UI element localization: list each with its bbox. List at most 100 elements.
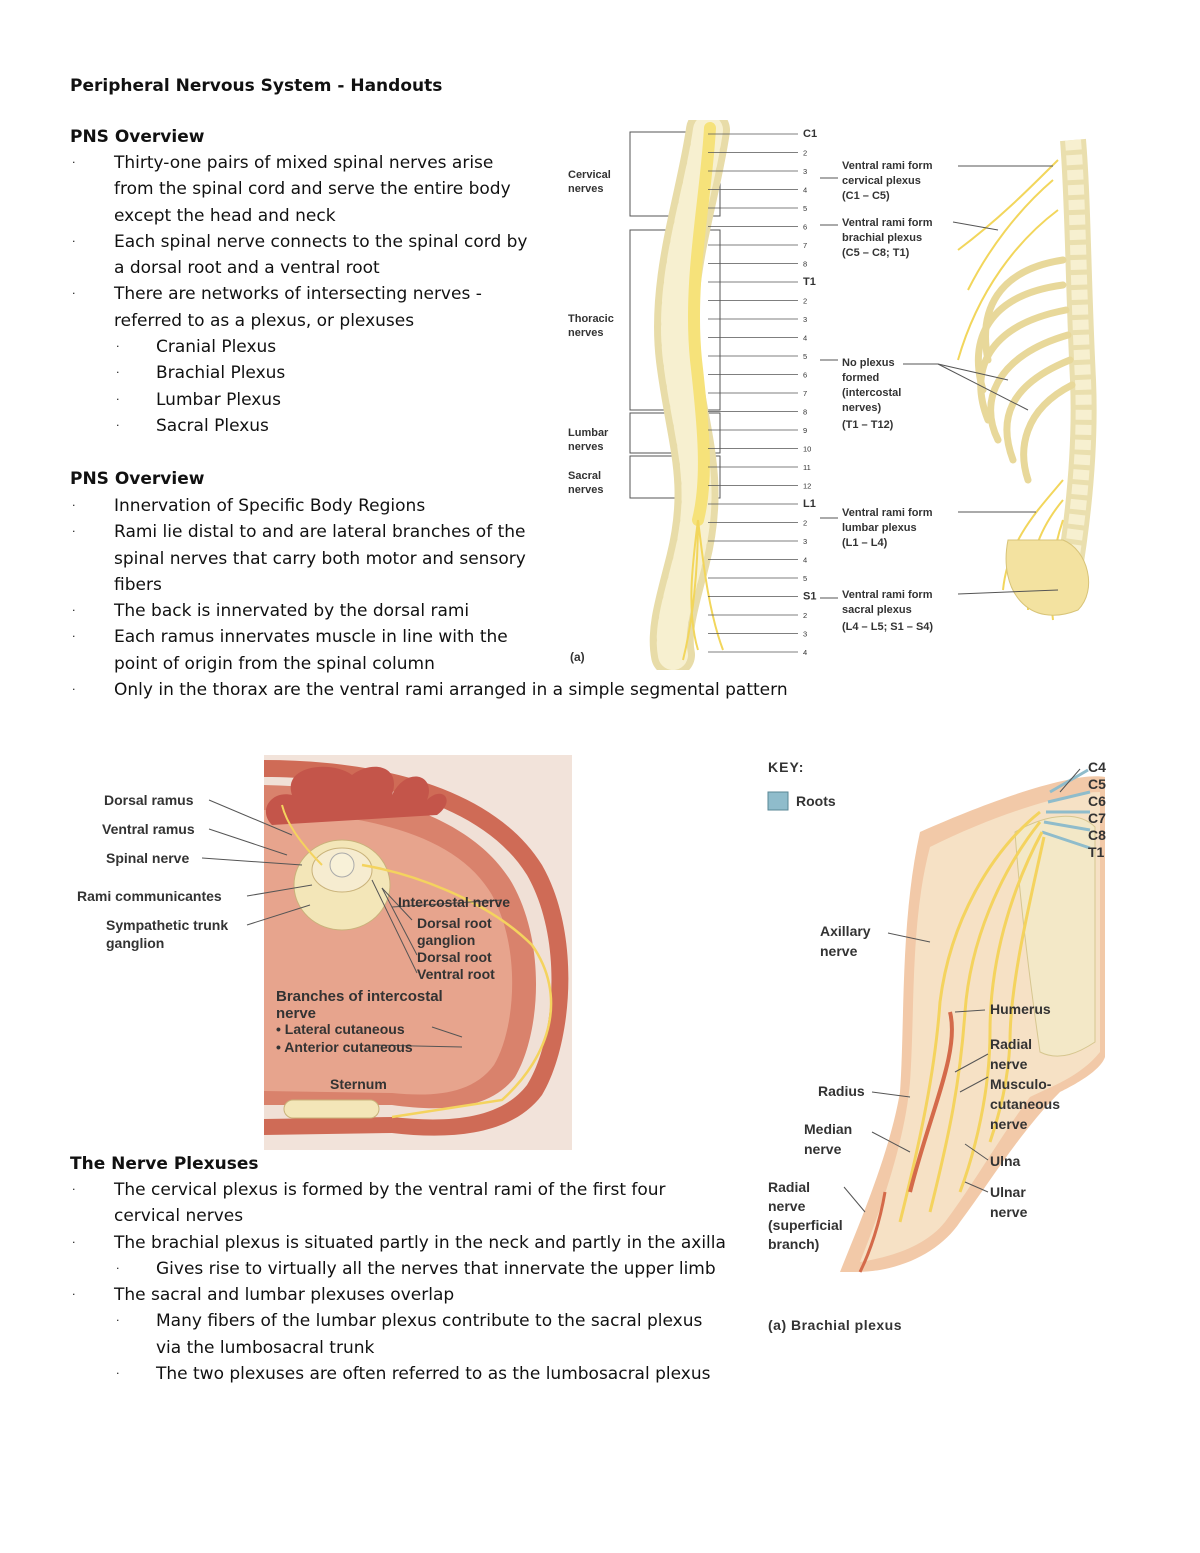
label-musculocutaneous-2: cutaneous xyxy=(990,1096,1060,1112)
sub-bullet-item: Cranial Plexus xyxy=(70,334,550,361)
segment-label: 6 xyxy=(803,371,807,380)
label-radial-superficial: Radial xyxy=(768,1179,810,1195)
label-sympathetic-trunk-ganglion: ganglion xyxy=(106,935,164,951)
segment-label: 2 xyxy=(803,519,807,528)
label-median-nerve-2: nerve xyxy=(804,1141,842,1157)
segment-label: 4 xyxy=(803,648,807,657)
bullet-item: spinal nerves that carry both motor and … xyxy=(114,548,526,569)
bullet-item: cervical nerves xyxy=(114,1206,244,1227)
bullet-item: from the spinal cord and serve the entir… xyxy=(114,179,511,200)
segment-label: 9 xyxy=(803,426,807,435)
branches-title: Branches of intercostal xyxy=(276,988,443,1005)
segment-label: 12 xyxy=(803,482,811,491)
annotation-intercostal: No plexus formed (intercostal nerves) (T… xyxy=(820,357,1029,431)
label-humerus: Humerus xyxy=(990,1001,1051,1017)
section-heading-pns-overview-2: PNS Overview xyxy=(70,469,205,489)
segment-label: 8 xyxy=(803,260,807,269)
segment-label: 11 xyxy=(803,463,811,472)
sub-bullet-item: Sacral Plexus xyxy=(70,413,550,440)
label-radial-superficial-2: nerve xyxy=(768,1198,806,1214)
panel-label: (a) xyxy=(570,650,585,664)
svg-text:Ventral rami form: Ventral rami form xyxy=(842,217,933,229)
bullet-item: Each spinal nerve connects to the spinal… xyxy=(70,229,550,256)
label-ventral-ramus: Ventral ramus xyxy=(102,821,195,837)
root-label: C4 xyxy=(1088,759,1106,775)
branches-title-2: nerve xyxy=(276,1005,316,1022)
segment-label: 5 xyxy=(803,204,807,213)
segment-label: S1 xyxy=(803,591,816,603)
root-label: C7 xyxy=(1088,810,1106,826)
svg-text:cervical plexus: cervical plexus xyxy=(842,175,921,187)
label-median-nerve: Median xyxy=(804,1121,852,1137)
svg-text:(C1 – C5): (C1 – C5) xyxy=(842,190,890,202)
document-title: Peripheral Nervous System - Handouts xyxy=(70,76,443,96)
svg-text:(T1 – T12): (T1 – T12) xyxy=(842,419,894,431)
bullet-item: The cervical plexus is formed by the ven… xyxy=(70,1177,750,1204)
key-title: KEY: xyxy=(768,759,804,775)
section-heading-nerve-plexuses: The Nerve Plexuses xyxy=(70,1154,259,1174)
spinal-nerves-figure: Cervical nerves Thoracic nerves Lumbar n… xyxy=(568,120,1097,670)
label-sternum: Sternum xyxy=(330,1076,387,1092)
label-radial-superficial-3: (superficial xyxy=(768,1217,843,1233)
segment-label: C1 xyxy=(803,128,817,140)
segment-label: 5 xyxy=(803,352,807,361)
sub-bullet-item: Lumbar Plexus xyxy=(70,387,550,414)
bullet-item: except the head and neck xyxy=(114,205,336,226)
svg-text:Ventral rami form: Ventral rami form xyxy=(842,160,933,172)
intercostal-cross-section-figure: Dorsal ramus Ventral ramus Spinal nerve … xyxy=(77,755,572,1150)
segment-label: 3 xyxy=(803,315,807,324)
svg-text:brachial plexus: brachial plexus xyxy=(842,232,922,244)
key-label-roots: Roots xyxy=(796,793,836,809)
region-cervical-label: Cervical xyxy=(568,169,611,181)
bullet-list-pns-overview-1: Thirty-one pairs of mixed spinal nerves … xyxy=(70,150,550,440)
label-dorsal-root-ganglion: Dorsal root xyxy=(417,915,492,931)
segment-label: 4 xyxy=(803,334,807,343)
segment-label: 5 xyxy=(803,574,807,583)
svg-text:Ventral rami form: Ventral rami form xyxy=(842,589,933,601)
branch-lateral-cutaneous: • Lateral cutaneous xyxy=(276,1021,405,1037)
label-musculocutaneous-3: nerve xyxy=(990,1116,1028,1132)
segment-label: L1 xyxy=(803,498,816,510)
section-heading-pns-overview-1: PNS Overview xyxy=(70,127,205,147)
bullet-item: The sacral and lumbar plexuses overlap xyxy=(70,1282,750,1309)
arm-leader-lines xyxy=(843,768,1081,1213)
segment-label: 2 xyxy=(803,149,807,158)
svg-text:sacral plexus: sacral plexus xyxy=(842,604,912,616)
segment-label: 4 xyxy=(803,186,807,195)
bullet-item: Thirty-one pairs of mixed spinal nerves … xyxy=(70,150,550,177)
key-swatch xyxy=(767,791,789,811)
bullet-item: The brachial plexus is situated partly i… xyxy=(70,1230,750,1257)
svg-text:(L4 – L5; S1 – S4): (L4 – L5; S1 – S4) xyxy=(842,621,933,633)
region-cervical-label-2: nerves xyxy=(568,183,603,195)
label-sympathetic-trunk: Sympathetic trunk xyxy=(106,917,228,933)
segment-label: 8 xyxy=(803,408,807,417)
label-radial-superficial-4: branch) xyxy=(768,1236,819,1252)
svg-text:(intercostal: (intercostal xyxy=(842,387,901,399)
thorax-drawing xyxy=(957,138,1097,621)
svg-text:No plexus: No plexus xyxy=(842,357,895,369)
region-lumbar-label-2: nerves xyxy=(568,441,603,453)
segment-label: 3 xyxy=(803,167,807,176)
label-spinal-nerve: Spinal nerve xyxy=(106,850,189,866)
annotation-cervical: Ventral rami form cervical plexus (C1 – … xyxy=(820,160,1053,202)
region-thoracic-label: Thoracic xyxy=(568,313,614,325)
bullet-item: point of origin from the spinal column xyxy=(114,653,435,674)
segment-label: 10 xyxy=(803,445,811,454)
svg-text:nerves): nerves) xyxy=(842,402,881,414)
label-radial-nerve-2: nerve xyxy=(990,1056,1028,1072)
label-ulnar-nerve: Ulnar xyxy=(990,1184,1026,1200)
region-thoracic-label-2: nerves xyxy=(568,327,603,339)
label-axillary-nerve: Axillary xyxy=(820,923,871,939)
label-radial-nerve: Radial xyxy=(990,1036,1032,1052)
label-intercostal-nerve: Intercostal nerve xyxy=(398,894,510,910)
svg-text:(C5 – C8; T1): (C5 – C8; T1) xyxy=(842,247,910,259)
segment-lines xyxy=(708,133,798,653)
bullet-item: The back is innervated by the dorsal ram… xyxy=(70,598,830,625)
sub-bullet-item: The two plexuses are often referred to a… xyxy=(70,1361,750,1388)
bullet-item: referred to as a plexus, or plexuses xyxy=(114,310,415,331)
segment-label: 7 xyxy=(803,389,807,398)
segment-label: 6 xyxy=(803,223,807,232)
